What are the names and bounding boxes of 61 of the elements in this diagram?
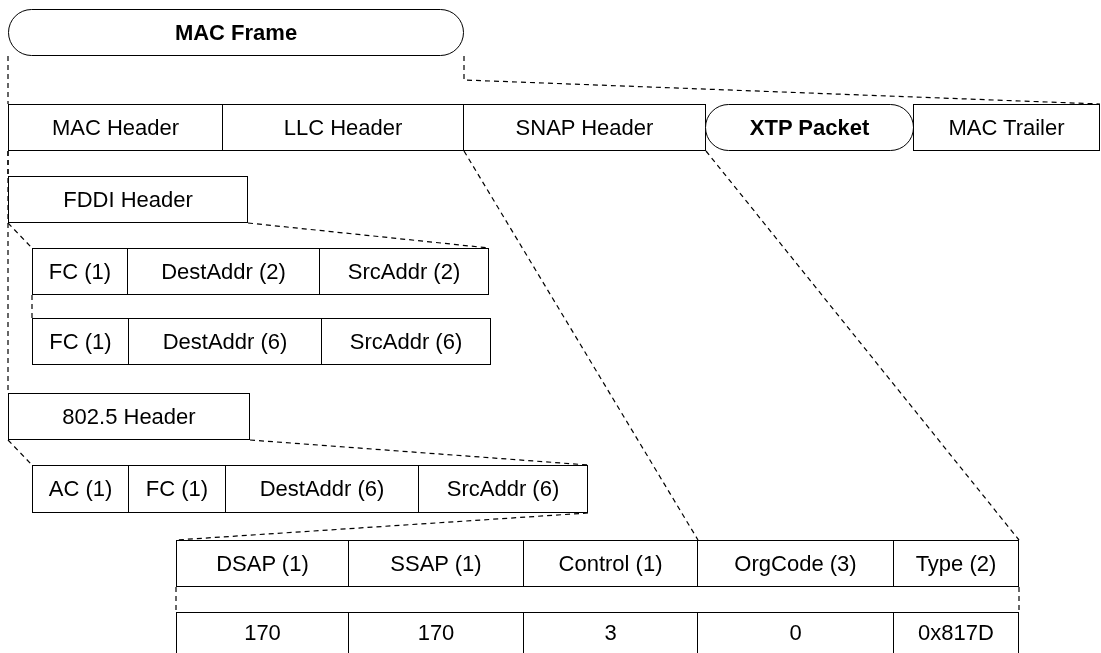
frame-pill	[8, 9, 464, 56]
field-label: MAC Frame	[174, 21, 298, 44]
field-label: XTP Packet	[749, 116, 870, 139]
field-label: LLC Header	[283, 116, 403, 139]
expansion-line	[463, 150, 699, 541]
field-label: 3	[604, 622, 617, 644]
field-box	[8, 104, 223, 151]
field-label: FC (1)	[145, 478, 209, 500]
frame-pill	[705, 104, 914, 151]
field-box	[176, 612, 349, 653]
field-label: DestAddr (2)	[161, 260, 286, 283]
field-box	[348, 540, 524, 587]
field-box	[523, 540, 698, 587]
field-label: DSAP (1)	[216, 552, 309, 575]
field-label: DestAddr (6)	[259, 478, 385, 500]
field-box	[418, 465, 588, 513]
expansion-line	[7, 222, 33, 249]
field-label: SNAP Header	[515, 116, 654, 139]
field-box	[32, 465, 129, 513]
field-label: MAC Trailer	[948, 116, 1065, 139]
expansion-line	[705, 150, 1020, 541]
expansion-line	[7, 55, 9, 105]
field-label: SSAP (1)	[390, 552, 482, 575]
field-box	[321, 318, 491, 365]
field-label: 170	[417, 622, 455, 644]
field-box	[176, 540, 349, 587]
field-box	[222, 104, 464, 151]
field-label: AC (1)	[48, 478, 113, 500]
field-box	[225, 465, 419, 513]
field-box	[128, 465, 226, 513]
field-box	[127, 248, 320, 295]
field-label: SrcAddr (2)	[347, 260, 461, 283]
field-label: Type (2)	[915, 552, 997, 575]
field-label: Control (1)	[558, 552, 663, 575]
field-box	[8, 393, 250, 440]
field-label: FC (1)	[48, 260, 112, 283]
expansion-line	[175, 586, 177, 613]
field-box	[893, 540, 1019, 587]
expansion-line	[31, 294, 33, 319]
field-label: MAC Header	[51, 116, 180, 139]
field-box	[8, 176, 248, 223]
field-box	[32, 318, 129, 365]
field-box	[913, 104, 1100, 151]
field-label: 0x817D	[918, 622, 994, 644]
field-label: 0	[789, 622, 802, 644]
field-label: SrcAddr (6)	[446, 478, 560, 500]
field-box	[319, 248, 489, 295]
field-label: 802.5 Header	[62, 405, 196, 428]
field-box	[128, 318, 322, 365]
field-box	[893, 612, 1019, 653]
field-box	[463, 104, 706, 151]
field-box	[32, 248, 128, 295]
field-label: FDDI Header	[63, 188, 193, 211]
field-label: DestAddr (6)	[162, 330, 288, 353]
field-label: FC (1)	[49, 330, 112, 353]
field-label: SrcAddr (6)	[349, 330, 463, 353]
field-label: OrgCode (3)	[734, 552, 857, 575]
expansion-line	[7, 439, 33, 466]
field-label: 170	[244, 622, 281, 644]
field-box	[697, 540, 894, 587]
expansion-line	[1018, 586, 1020, 613]
